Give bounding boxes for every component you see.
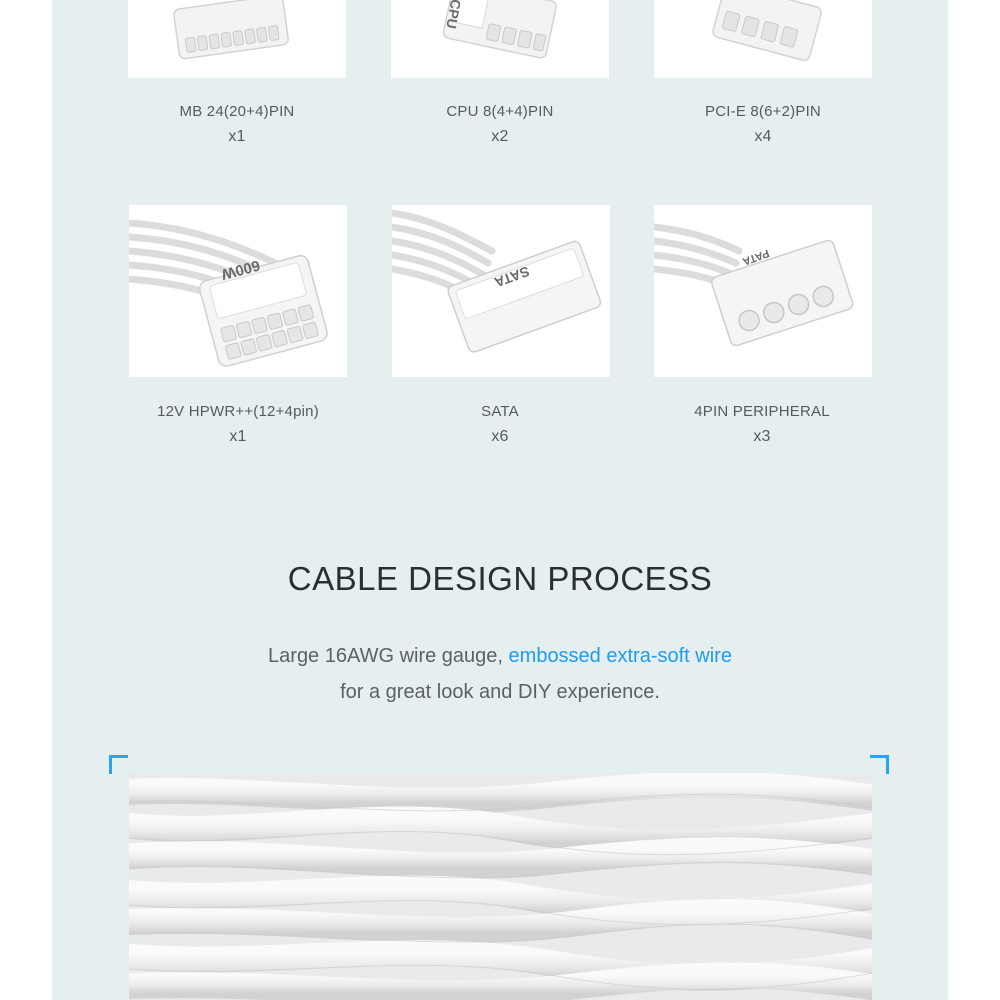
cpu-8pin-image: CPU	[391, 0, 609, 78]
connector-caption: CPU 8(4+4)PIN x2	[370, 103, 630, 146]
peripheral-connector-icon	[654, 223, 854, 347]
connector-quantity: x3	[753, 428, 771, 445]
connector-caption: PCI-E 8(6+2)PIN x4	[633, 103, 893, 146]
braided-cable-photo	[129, 773, 872, 1000]
pcie-8pin-image	[654, 0, 872, 78]
connector-caption: MB 24(20+4)PIN x1	[107, 103, 367, 146]
product-detail-page: CPU MB 24(20+4)PIN x1 CPU 8(4+4)PIN x2 P…	[52, 0, 948, 1000]
description-line-1: Large 16AWG wire gauge, embossed extra-s…	[52, 638, 948, 674]
section-description: Large 16AWG wire gauge, embossed extra-s…	[52, 638, 948, 710]
pcie-connector-icon	[712, 0, 822, 62]
connector-name: PCI-E 8(6+2)PIN	[705, 103, 821, 120]
motherboard-connector-icon	[173, 0, 289, 60]
connector-quantity: x1	[228, 128, 246, 145]
connector-name: SATA	[481, 403, 519, 420]
sata-connector-icon	[392, 209, 602, 353]
mb-24pin-image	[128, 0, 346, 78]
12vhpwr-image: 600W	[129, 205, 347, 377]
connector-quantity: x2	[491, 128, 509, 145]
braided-cable-icon	[129, 773, 872, 1000]
frame-corner-top-left	[109, 755, 128, 774]
connector-caption: 4PIN PERIPHERAL x3	[632, 403, 892, 446]
12vhpwr-connector-icon	[129, 219, 328, 367]
description-highlight: embossed extra-soft wire	[508, 645, 732, 667]
connector-caption: 12V HPWR++(12+4pin) x1	[108, 403, 368, 446]
section-title: CABLE DESIGN PROCESS	[287, 560, 713, 597]
connector-name: CPU 8(4+4)PIN	[446, 103, 554, 120]
description-line-2: for a great look and DIY experience.	[340, 681, 660, 703]
connector-name: 12V HPWR++(12+4pin)	[157, 403, 319, 420]
sata-image: SATA	[392, 205, 610, 377]
connector-quantity: x4	[754, 128, 772, 145]
frame-corner-top-right	[870, 755, 889, 774]
peripheral-image: PATA	[654, 205, 872, 377]
connector-quantity: x1	[229, 428, 247, 445]
connector-name: MB 24(20+4)PIN	[179, 103, 295, 120]
description-text: Large 16AWG wire gauge,	[268, 645, 509, 667]
cpu-connector-icon	[442, 0, 557, 59]
connector-caption: SATA x6	[370, 403, 630, 446]
connector-name: 4PIN PERIPHERAL	[694, 403, 830, 420]
connector-quantity: x6	[491, 428, 509, 445]
